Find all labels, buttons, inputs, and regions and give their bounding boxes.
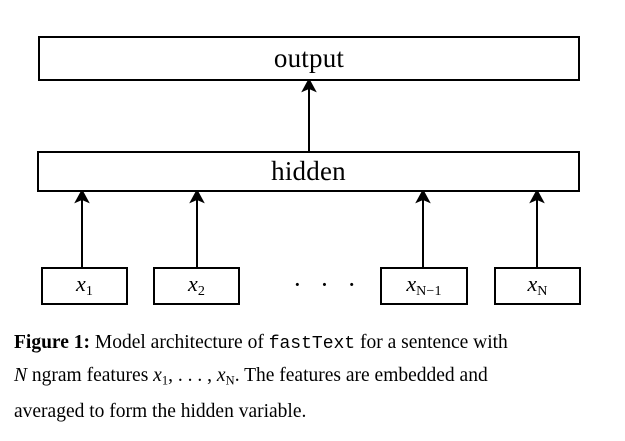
hidden-layer-label: hidden bbox=[271, 156, 346, 186]
input-sequence-ellipsis: · · · bbox=[293, 270, 362, 299]
caption-line1-text-b: for a sentence with bbox=[355, 332, 508, 353]
input-box-xn: xN bbox=[494, 267, 581, 305]
caption-line2-text-a: ngram features bbox=[27, 365, 154, 386]
caption-math-N: N bbox=[14, 365, 28, 386]
input-label-xn: xN bbox=[527, 271, 548, 300]
caption-figure-label: Figure 1: bbox=[14, 332, 91, 353]
caption-line-1: Figure 1: Model architecture of fastText… bbox=[14, 327, 611, 360]
figure-caption: Figure 1: Model architecture of fastText… bbox=[14, 327, 611, 428]
caption-line1-text-a: Model architecture of bbox=[90, 332, 269, 353]
input-label-x1: x1 bbox=[76, 271, 93, 300]
caption-math-dots: , . . . , bbox=[168, 365, 217, 386]
model-architecture-diagram: output hidden x1 x2 · · · xN−1 xN bbox=[37, 36, 581, 305]
caption-math-xN: xN bbox=[216, 365, 235, 388]
caption-math-x1: x1 bbox=[153, 365, 169, 388]
caption-line2-text-b: . The features are embedded and bbox=[234, 365, 488, 386]
arrow-layer bbox=[74, 78, 545, 267]
hidden-layer-box: hidden bbox=[37, 151, 580, 192]
input-box-x1: x1 bbox=[41, 267, 128, 305]
output-layer-box: output bbox=[38, 36, 580, 81]
output-layer-label: output bbox=[273, 43, 345, 73]
input-box-xn-minus-1: xN−1 bbox=[380, 267, 468, 305]
caption-fasttext-mono: fastText bbox=[268, 334, 356, 354]
input-label-x2: x2 bbox=[188, 271, 205, 300]
caption-line-2: N ngram features x1, . . . , xN. The fea… bbox=[14, 360, 611, 396]
input-box-x2: x2 bbox=[153, 267, 240, 305]
caption-line-3: averaged to form the hidden variable. bbox=[14, 401, 307, 423]
input-label-xn-minus-1: xN−1 bbox=[406, 271, 442, 300]
